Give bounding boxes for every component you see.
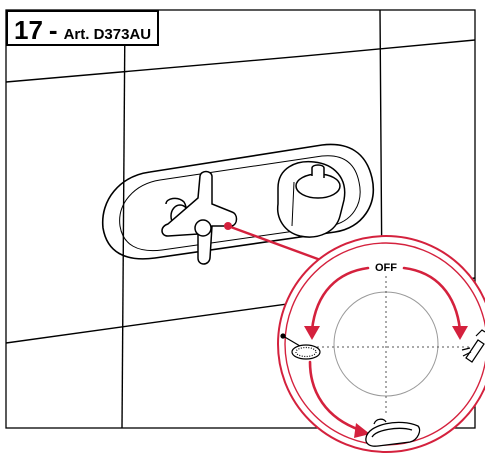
step-number: 17 xyxy=(14,15,43,45)
off-label: OFF xyxy=(375,262,397,274)
title-separator: - xyxy=(48,15,58,45)
bathtub-icon xyxy=(365,418,421,447)
cross-handle xyxy=(161,170,238,265)
article-code: Art. D373AU xyxy=(63,26,152,43)
detail-circle: OFF xyxy=(277,235,485,453)
arrow-heads xyxy=(304,326,468,438)
head-shower-icon xyxy=(280,333,321,360)
thermostat-knob xyxy=(276,160,346,238)
hand-shower-icon xyxy=(461,329,485,363)
rotation-arrows xyxy=(308,266,462,432)
title-box: 17 - Art. D373AU xyxy=(6,10,160,46)
detail-connector xyxy=(224,222,327,264)
diagram-frame xyxy=(5,9,476,429)
